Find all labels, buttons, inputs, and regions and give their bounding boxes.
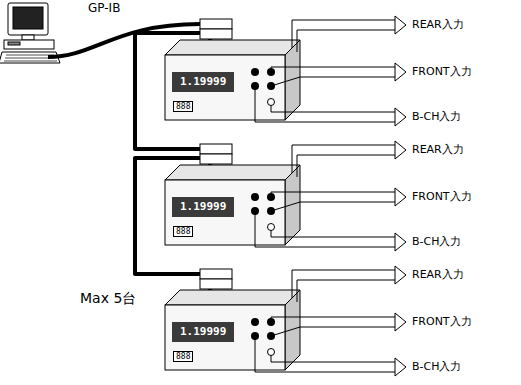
input-terminal xyxy=(268,349,275,356)
signal-name: FRONT入力 xyxy=(412,315,472,328)
input-terminal xyxy=(267,193,275,201)
bch-wire xyxy=(271,227,395,237)
instrument-panel: 1.19999 888 xyxy=(165,305,285,370)
input-terminal xyxy=(267,332,275,340)
input-terminal xyxy=(251,193,259,201)
bch-wire xyxy=(255,336,395,372)
signal-name: FRONT入力 xyxy=(412,190,472,203)
front-wire xyxy=(271,327,395,336)
input-arrow xyxy=(395,141,406,159)
input-arrow xyxy=(395,313,406,331)
signal-name: B-CH入力 xyxy=(412,110,461,123)
bch-wire xyxy=(255,211,395,247)
input-terminal xyxy=(251,332,259,340)
front-wire xyxy=(271,202,395,211)
bch-wire xyxy=(271,102,395,112)
segment-indicator: 888 xyxy=(173,101,193,112)
input-terminal xyxy=(251,68,259,76)
instrument-top xyxy=(165,40,300,55)
input-arrow xyxy=(395,16,406,34)
gpib-connector xyxy=(200,29,232,39)
gpib-connector xyxy=(200,144,232,154)
rear-wire xyxy=(292,20,395,48)
front-wire xyxy=(271,67,395,72)
input-terminal xyxy=(251,82,259,90)
instrument-panel: 1.19999 888 xyxy=(165,180,285,245)
gpib-connector xyxy=(200,269,232,279)
display-readout: 1.19999 xyxy=(172,197,234,217)
instrument-body xyxy=(165,144,300,245)
instrument-top xyxy=(165,165,300,180)
input-wires xyxy=(255,141,406,251)
segment-indicator: 888 xyxy=(173,226,193,237)
input-terminal xyxy=(268,224,275,231)
bus-name: GP-IB xyxy=(88,2,120,15)
signal-name: REAR入力 xyxy=(412,18,464,31)
rear-wire xyxy=(292,270,395,298)
display-readout: 1.19999 xyxy=(172,322,234,342)
input-arrow xyxy=(395,188,406,206)
input-terminal xyxy=(251,207,259,215)
input-terminal xyxy=(267,207,275,215)
signal-name: REAR入力 xyxy=(412,143,464,156)
display-readout: 1.19999 xyxy=(172,72,234,92)
input-terminal xyxy=(268,99,275,106)
signal-name: B-CH入力 xyxy=(412,235,461,248)
input-wires xyxy=(255,266,406,376)
instrument-side xyxy=(285,290,300,370)
front-wire xyxy=(271,317,395,322)
segment-indicator: 888 xyxy=(173,351,193,362)
input-arrow xyxy=(395,108,406,126)
input-terminal xyxy=(267,68,275,76)
instrument-front xyxy=(165,305,285,370)
input-arrow xyxy=(395,266,406,284)
signal-name: REAR入力 xyxy=(412,268,464,281)
signal-name: B-CH入力 xyxy=(412,360,461,373)
rear-wire xyxy=(297,30,395,52)
instrument-side xyxy=(285,40,300,120)
computer-icon xyxy=(0,3,60,63)
instrument-side xyxy=(285,165,300,245)
front-wire xyxy=(271,77,395,86)
input-arrow xyxy=(395,358,406,376)
signal-name: FRONT入力 xyxy=(412,65,472,78)
bch-wire xyxy=(271,352,395,362)
input-arrow xyxy=(395,233,406,251)
rear-wire xyxy=(297,280,395,302)
rear-wire xyxy=(297,155,395,177)
signal-name: Max 5台 xyxy=(80,292,136,305)
bch-wire xyxy=(255,86,395,122)
input-arrow xyxy=(395,63,406,81)
instrument-front xyxy=(165,180,285,245)
gpib-connector xyxy=(200,19,232,29)
input-terminal xyxy=(267,82,275,90)
front-wire xyxy=(271,192,395,197)
input-terminal xyxy=(267,318,275,326)
input-terminal xyxy=(251,318,259,326)
gpib-connector xyxy=(200,279,232,289)
instrument-top xyxy=(165,290,300,305)
input-wires xyxy=(255,16,406,126)
instrument-body xyxy=(165,269,300,370)
instrument-front xyxy=(165,55,285,120)
gpib-connector xyxy=(200,154,232,164)
instrument-body xyxy=(165,19,300,120)
rear-wire xyxy=(292,145,395,173)
instrument-panel: 1.19999 888 xyxy=(165,55,285,120)
